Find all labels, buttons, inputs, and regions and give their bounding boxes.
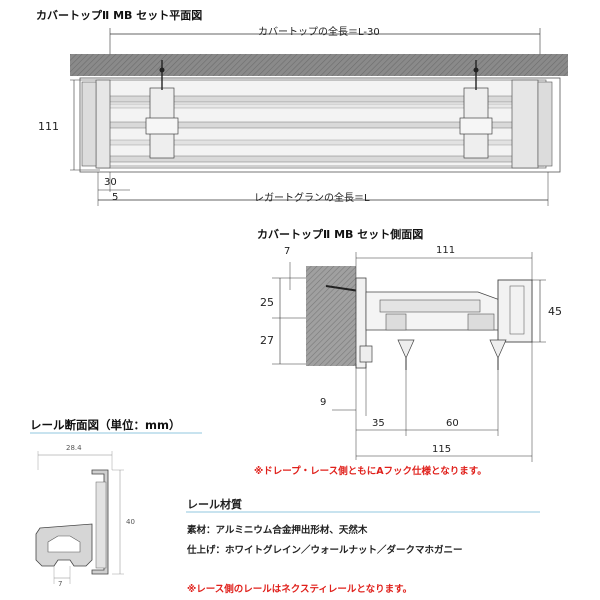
bracket-left [145,60,179,159]
cover-length-label: カバートップの全長＝L-30 [258,27,380,38]
side-view-title: カバートップⅡ MB セット側面図 [257,228,424,241]
ceiling-hatch [70,54,568,76]
finish-line: 仕上げ：ホワイトグレイン／ウォールナット／ダークマホガニー [187,545,463,556]
side-60-label: 60 [446,418,459,429]
side-7-label: 7 [284,246,291,257]
bracket-right [459,60,493,159]
material-note: ※レース側のレールはネクスティレールとなります。 [187,584,413,595]
section-bottom-label: 7 [58,580,63,588]
section-title: レール断面図（単位：mm） [30,418,181,432]
side-note: ※ドレープ・レース側ともにAフック仕様となります。 [254,466,487,477]
material-line: 素材：アルミニウム合金押出形材、天然木 [187,525,368,536]
material-title: レール材質 [187,498,242,511]
material-title-underline [186,511,540,513]
side-111-label: 111 [436,245,456,256]
side-35-label: 35 [372,418,385,429]
side-25-label: 25 [260,296,274,309]
rail-length-label: レガートグランの全長＝L [254,193,370,204]
side-27-label: 27 [260,334,274,347]
side-45-label: 45 [548,305,562,318]
section-width-label: 28.4 [66,444,82,452]
side-9-label: 9 [320,397,327,408]
section-title-underline [30,432,202,434]
section-height-label: 40 [126,518,135,526]
offset-5-label: 5 [112,192,119,203]
wall-hatch [306,266,356,366]
height-111-label: 111 [38,120,59,133]
offset-30-label: 30 [104,177,117,188]
plan-view-title: カバートップⅡ MB セット平面図 [36,9,203,22]
side-115-label: 115 [432,444,452,455]
